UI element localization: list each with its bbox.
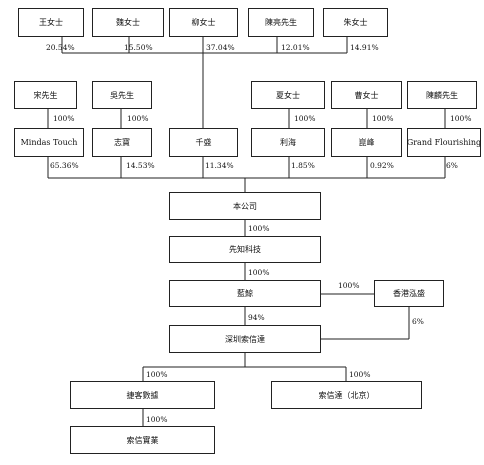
entity-qifeng: 崑峰 <box>331 128 402 157</box>
pct-shenzhen-right: 100% <box>349 370 371 379</box>
pct-cao: 100% <box>372 114 394 123</box>
pct-wei: 15.50% <box>124 43 153 52</box>
hk-hongsheng-box: 香港泓盛 <box>374 280 444 307</box>
shareholder-chen: 陳亮先生 <box>248 8 314 37</box>
lanjing-box: 藍鯨 <box>169 280 321 307</box>
shareholder-zhu: 朱女士 <box>323 8 388 37</box>
xianzhi-box: 先知科技 <box>169 236 321 263</box>
pct-chen: 12.01% <box>281 43 310 52</box>
pct-qiansheng: 11.34% <box>205 161 234 170</box>
pct-chenlin: 100% <box>450 114 472 123</box>
pct-qifeng: 0.92% <box>370 161 394 170</box>
pct-grand-flourishing: 6% <box>446 161 458 170</box>
individual-xia: 夏女士 <box>251 81 325 109</box>
pct-xianzhi: 100% <box>248 268 270 277</box>
shareholder-wang: 王女士 <box>18 8 84 37</box>
pct-wu: 100% <box>127 114 149 123</box>
shareholder-wei: 魏女士 <box>92 8 164 37</box>
individual-cao: 曹女士 <box>331 81 402 109</box>
pct-company: 100% <box>248 224 270 233</box>
pct-lihai: 1.85% <box>291 161 315 170</box>
pct-song: 100% <box>53 114 75 123</box>
pct-lanjing: 94% <box>248 313 265 322</box>
pct-mindas-touch: 65.36% <box>50 161 79 170</box>
pct-zhibao: 14.53% <box>126 161 155 170</box>
individual-song: 宋先生 <box>14 81 77 109</box>
jieke-box: 捷客數據 <box>70 381 215 409</box>
pct-hk-hongsheng: 6% <box>412 317 424 326</box>
company-box: 本公司 <box>169 192 321 220</box>
shareholder-liu: 柳女士 <box>169 8 238 37</box>
individual-chenlin: 陳麟先生 <box>407 81 477 109</box>
pct-wang: 20.54% <box>46 43 75 52</box>
entity-zhibao: 志寶 <box>92 128 152 157</box>
pct-liu: 37.04% <box>206 43 235 52</box>
pct-lanjing-to-hk: 100% <box>338 281 360 290</box>
pct-zhu: 14.91% <box>350 43 379 52</box>
pct-jieke: 100% <box>146 415 168 424</box>
beijing-box: 索信達（北京） <box>271 381 422 409</box>
entity-grand-flourishing: Grand Flourishing <box>407 128 481 157</box>
entity-lihai: 利海 <box>251 128 325 157</box>
individual-wu: 吳先生 <box>92 81 152 109</box>
pct-xia: 100% <box>294 114 316 123</box>
pct-shenzhen-left: 100% <box>146 370 168 379</box>
entity-mindas-touch: Mindas Touch <box>14 128 84 157</box>
shenzhen-box: 深圳索信達 <box>169 325 321 353</box>
shiye-box: 索信實業 <box>70 426 215 454</box>
entity-qiansheng: 千盛 <box>169 128 238 157</box>
